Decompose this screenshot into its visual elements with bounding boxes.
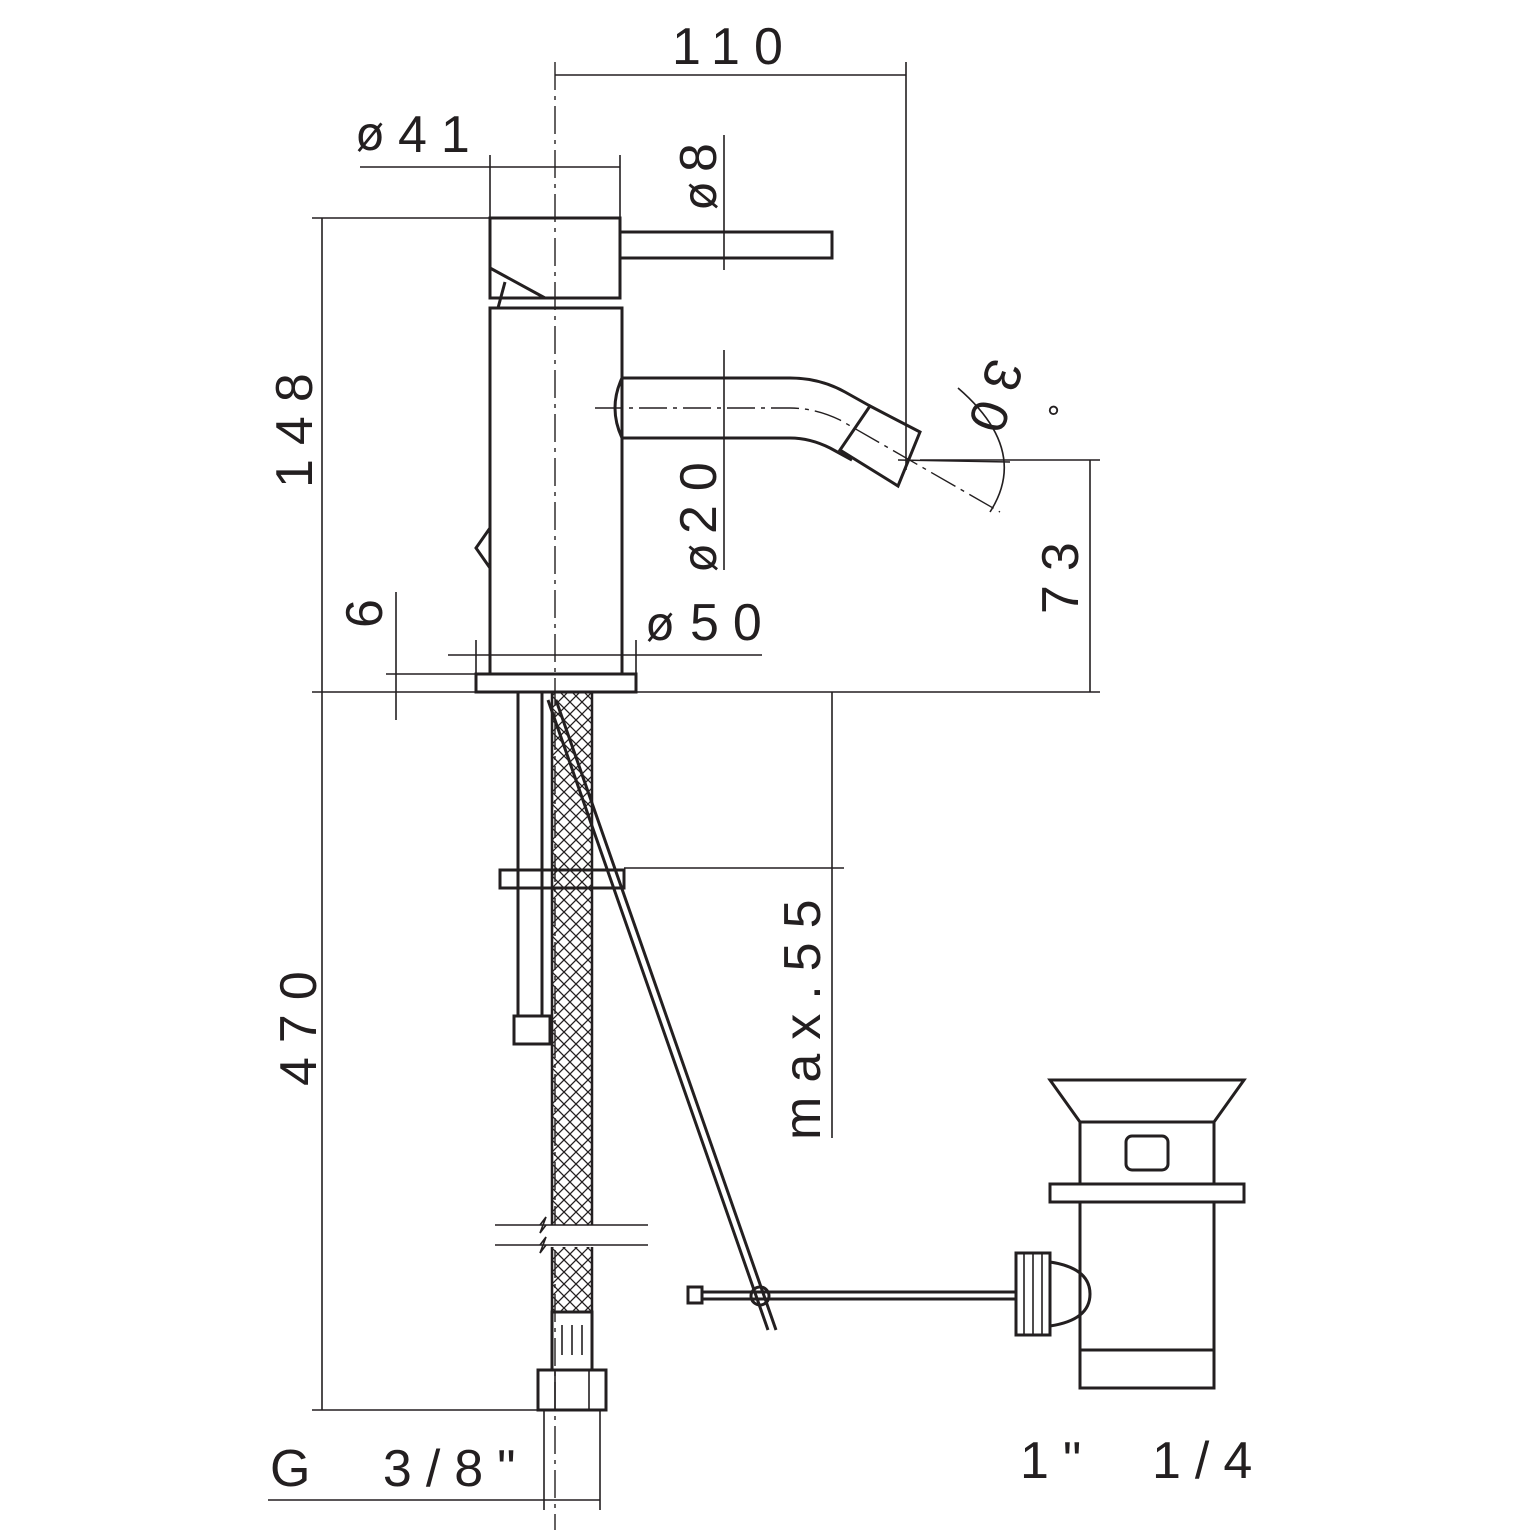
dim-73-label: 73 bbox=[1032, 528, 1090, 614]
degree-symbol: ° bbox=[1046, 401, 1061, 436]
dim-20-label: 20 bbox=[670, 448, 728, 534]
diameter-symbol-20: ø bbox=[673, 544, 727, 572]
mixer-body bbox=[474, 216, 834, 694]
dim-8-label: 8 bbox=[670, 129, 728, 172]
dim-470-label: 470 bbox=[270, 957, 328, 1086]
dim-148-label: 148 bbox=[266, 359, 324, 488]
dim-max55-label: max.55 bbox=[774, 885, 832, 1140]
dimension-lines bbox=[268, 62, 1100, 1510]
diameter-symbol-50: ø bbox=[646, 597, 674, 651]
diameter-symbol-8: ø bbox=[673, 182, 727, 210]
diameter-symbol-41: ø bbox=[356, 107, 384, 161]
pop-up-waste bbox=[686, 1078, 1247, 1390]
dim-50-label: 50 bbox=[690, 594, 776, 652]
dim-6-label: 6 bbox=[336, 585, 394, 628]
hose-thread-label: G 3/8" bbox=[270, 1440, 530, 1498]
spout bbox=[595, 376, 1001, 513]
pop-up-rod bbox=[546, 699, 778, 1331]
dim-30-label: 30 bbox=[952, 352, 1034, 452]
waste-size-fraction-label: 1/4 bbox=[1152, 1432, 1266, 1490]
dim-41-label: 41 bbox=[398, 106, 484, 164]
dim-110-label: 110 bbox=[672, 18, 797, 76]
waste-size-inch-label: 1" bbox=[1020, 1432, 1095, 1490]
